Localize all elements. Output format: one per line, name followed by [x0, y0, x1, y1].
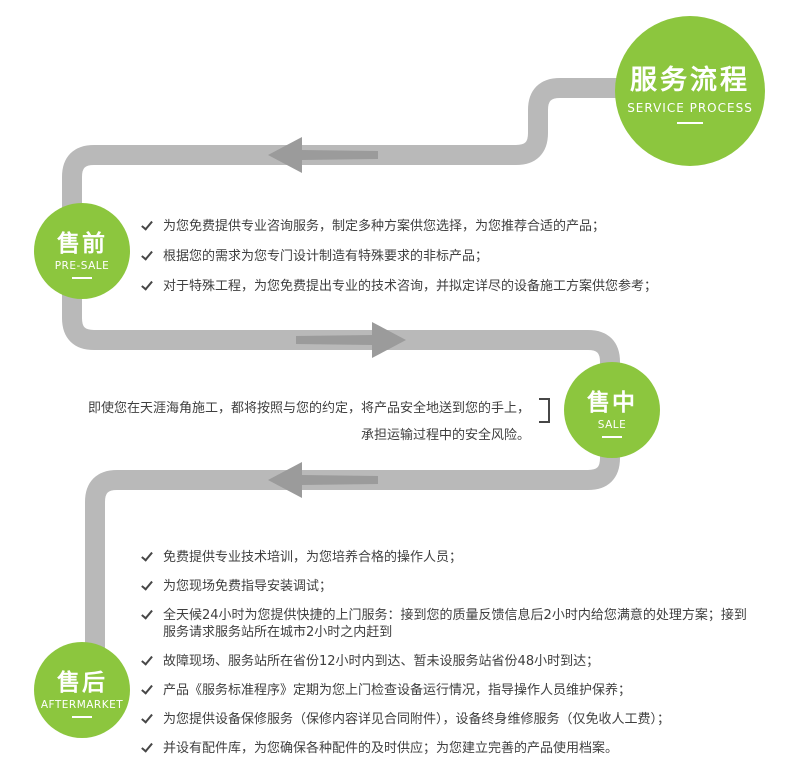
check-icon [141, 711, 153, 724]
check-icon [141, 278, 153, 291]
list-item-text: 故障现场、服务站所在省份12小时内到达、暂未设服务站省份48小时到达； [163, 654, 600, 669]
arrow-right-middle-icon [296, 322, 406, 358]
list-item: 为您现场免费指导安装调试； [141, 578, 756, 595]
check-icon [141, 248, 153, 261]
flow-path [62, 78, 648, 660]
list-item: 为您免费提供专业咨询服务，制定多种方案供您选择，为您推荐合适的产品； [141, 218, 756, 235]
arrow-left-bottom-icon [268, 462, 378, 498]
list-item-text: 根据您的需求为您专门设计制造有特殊要求的非标产品； [163, 249, 489, 264]
list-item-text: 为您提供设备保修服务（保修内容详见合同附件），设备终身维修服务（仅免收人工费）； [163, 712, 671, 727]
arrow-left-top-icon [268, 137, 378, 173]
aftermarket-item-list: 免费提供专业技术培训，为您培养合格的操作人员； 为您现场免费指导安装调试； 全天… [141, 549, 756, 757]
sale-line-1: 即使您在天涯海角施工，都将按照与您的约定，将产品安全地送到您的手上， [88, 401, 531, 416]
stage-subtitle-sale: SALE [597, 418, 627, 431]
list-item: 对于特殊工程，为您免费提出专业的技术咨询，并拟定详尽的设备施工方案供您参考； [141, 278, 756, 295]
pre-sale-item-list: 为您免费提供专业咨询服务，制定多种方案供您选择，为您推荐合适的产品； 根据您的需… [141, 218, 756, 295]
stage-underline [72, 715, 92, 718]
stage-subtitle-pre-sale: PRE-SALE [54, 259, 110, 272]
stage-title-sale: 售中 [587, 389, 637, 416]
check-icon [141, 740, 153, 753]
header-badge: 服务流程 SERVICE PROCESS [615, 16, 765, 166]
stage-underline [602, 435, 622, 438]
page-subtitle: SERVICE PROCESS [627, 101, 753, 115]
check-icon [141, 607, 153, 620]
list-item: 免费提供专业技术培训，为您培养合格的操作人员； [141, 549, 756, 566]
page-title: 服务流程 [630, 65, 750, 96]
list-item-text: 全天候24小时为您提供快捷的上门服务：接到您的质量反馈信息后2小时内给您满意的处… [163, 608, 747, 640]
check-icon [141, 682, 153, 695]
list-item: 故障现场、服务站所在省份12小时内到达、暂未设服务站省份48小时到达； [141, 653, 756, 670]
stage-title-aftermarket: 售后 [57, 669, 107, 696]
list-item: 并设有配件库，为您确保各种配件的及时供应；为您建立完善的产品使用档案。 [141, 740, 756, 757]
list-item: 全天候24小时为您提供快捷的上门服务：接到您的质量反馈信息后2小时内给您满意的处… [141, 607, 756, 641]
list-item-text: 对于特殊工程，为您免费提出专业的技术咨询，并拟定详尽的设备施工方案供您参考； [163, 279, 658, 294]
list-item-text: 免费提供专业技术培训，为您培养合格的操作人员； [163, 550, 463, 565]
stage-underline [72, 276, 92, 279]
bracket-icon [539, 398, 550, 423]
stage-badge-sale: 售中 SALE [564, 362, 660, 458]
stage-badge-pre-sale: 售前 PRE-SALE [34, 203, 130, 299]
check-icon [141, 653, 153, 666]
list-item-text: 为您现场免费指导安装调试； [163, 579, 333, 594]
sale-line-2: 承担运输过程中的安全风险。 [360, 428, 530, 443]
sale-description: 即使您在天涯海角施工，都将按照与您的约定，将产品安全地送到您的手上， 承担运输过… [88, 395, 530, 449]
check-icon [141, 218, 153, 231]
list-item-text: 并设有配件库，为您确保各种配件的及时供应；为您建立完善的产品使用档案。 [163, 741, 619, 756]
list-item-text: 为您免费提供专业咨询服务，制定多种方案供您选择，为您推荐合适的产品； [163, 219, 606, 234]
title-underline [677, 122, 703, 124]
list-item: 根据您的需求为您专门设计制造有特殊要求的非标产品； [141, 248, 756, 265]
stage-subtitle-aftermarket: AFTERMARKET [40, 698, 124, 711]
list-item: 为您提供设备保修服务（保修内容详见合同附件），设备终身维修服务（仅免收人工费）； [141, 711, 756, 728]
list-item: 产品《服务标准程序》定期为您上门检查设备运行情况，指导操作人员维护保养； [141, 682, 756, 699]
stage-badge-aftermarket: 售后 AFTERMARKET [34, 642, 130, 738]
check-icon [141, 549, 153, 562]
stage-title-pre-sale: 售前 [57, 230, 107, 257]
list-item-text: 产品《服务标准程序》定期为您上门检查设备运行情况，指导操作人员维护保养； [163, 683, 632, 698]
check-icon [141, 578, 153, 591]
